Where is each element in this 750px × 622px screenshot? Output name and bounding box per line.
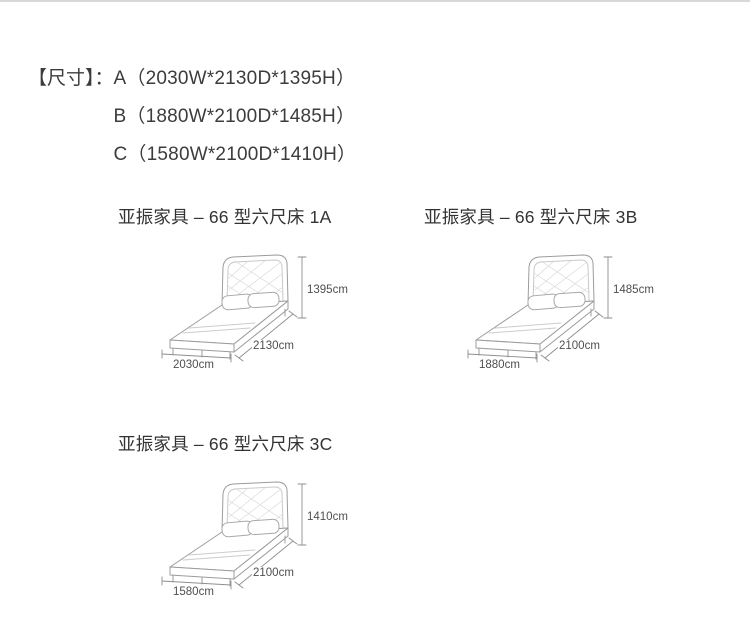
- size-spec-label: 【尺寸】：: [28, 68, 114, 89]
- depth-dimension-label: 2100cm: [558, 340, 601, 352]
- bed-line-drawing: [134, 248, 334, 378]
- product-figure-1a: 亚振家具 – 66 型六尺床 1A 1395cm 2030cm 2130cm: [112, 196, 402, 401]
- product-title: 亚振家具 – 66 型六尺床 1A: [118, 207, 332, 227]
- product-figure-3b: 亚振家具 – 66 型六尺床 3B 1485cm 1880cm 2100cm: [418, 196, 708, 401]
- depth-dimension-label: 2130cm: [252, 340, 295, 352]
- size-spec-line-c: C（1580W*2100D*1410H）: [113, 144, 357, 165]
- bed-line-drawing: [440, 248, 640, 378]
- height-dimension-label: 1395cm: [306, 284, 349, 296]
- width-dimension-label: 2030cm: [172, 359, 215, 371]
- depth-dimension-label: 2100cm: [252, 567, 295, 579]
- width-dimension-label: 1580cm: [172, 586, 215, 598]
- product-figure-3c: 亚振家具 – 66 型六尺床 3C 1410cm 1580cm 2100cm: [112, 423, 402, 622]
- size-spec-block: 【尺寸】： A（2030W*2130D*1395H） B（1880W*2100D…: [28, 60, 356, 174]
- bed-line-drawing: [134, 475, 334, 605]
- height-dimension-label: 1410cm: [306, 511, 349, 523]
- size-spec-line-a: A（2030W*2130D*1395H）: [113, 68, 356, 89]
- product-title: 亚振家具 – 66 型六尺床 3C: [118, 434, 333, 454]
- size-spec-line-b: B（1880W*2100D*1485H）: [113, 106, 356, 127]
- height-dimension-label: 1485cm: [612, 284, 655, 296]
- top-divider: [0, 0, 750, 2]
- product-title: 亚振家具 – 66 型六尺床 3B: [424, 207, 638, 227]
- width-dimension-label: 1880cm: [478, 359, 521, 371]
- size-spec-lines: A（2030W*2130D*1395H） B（1880W*2100D*1485H…: [114, 60, 357, 174]
